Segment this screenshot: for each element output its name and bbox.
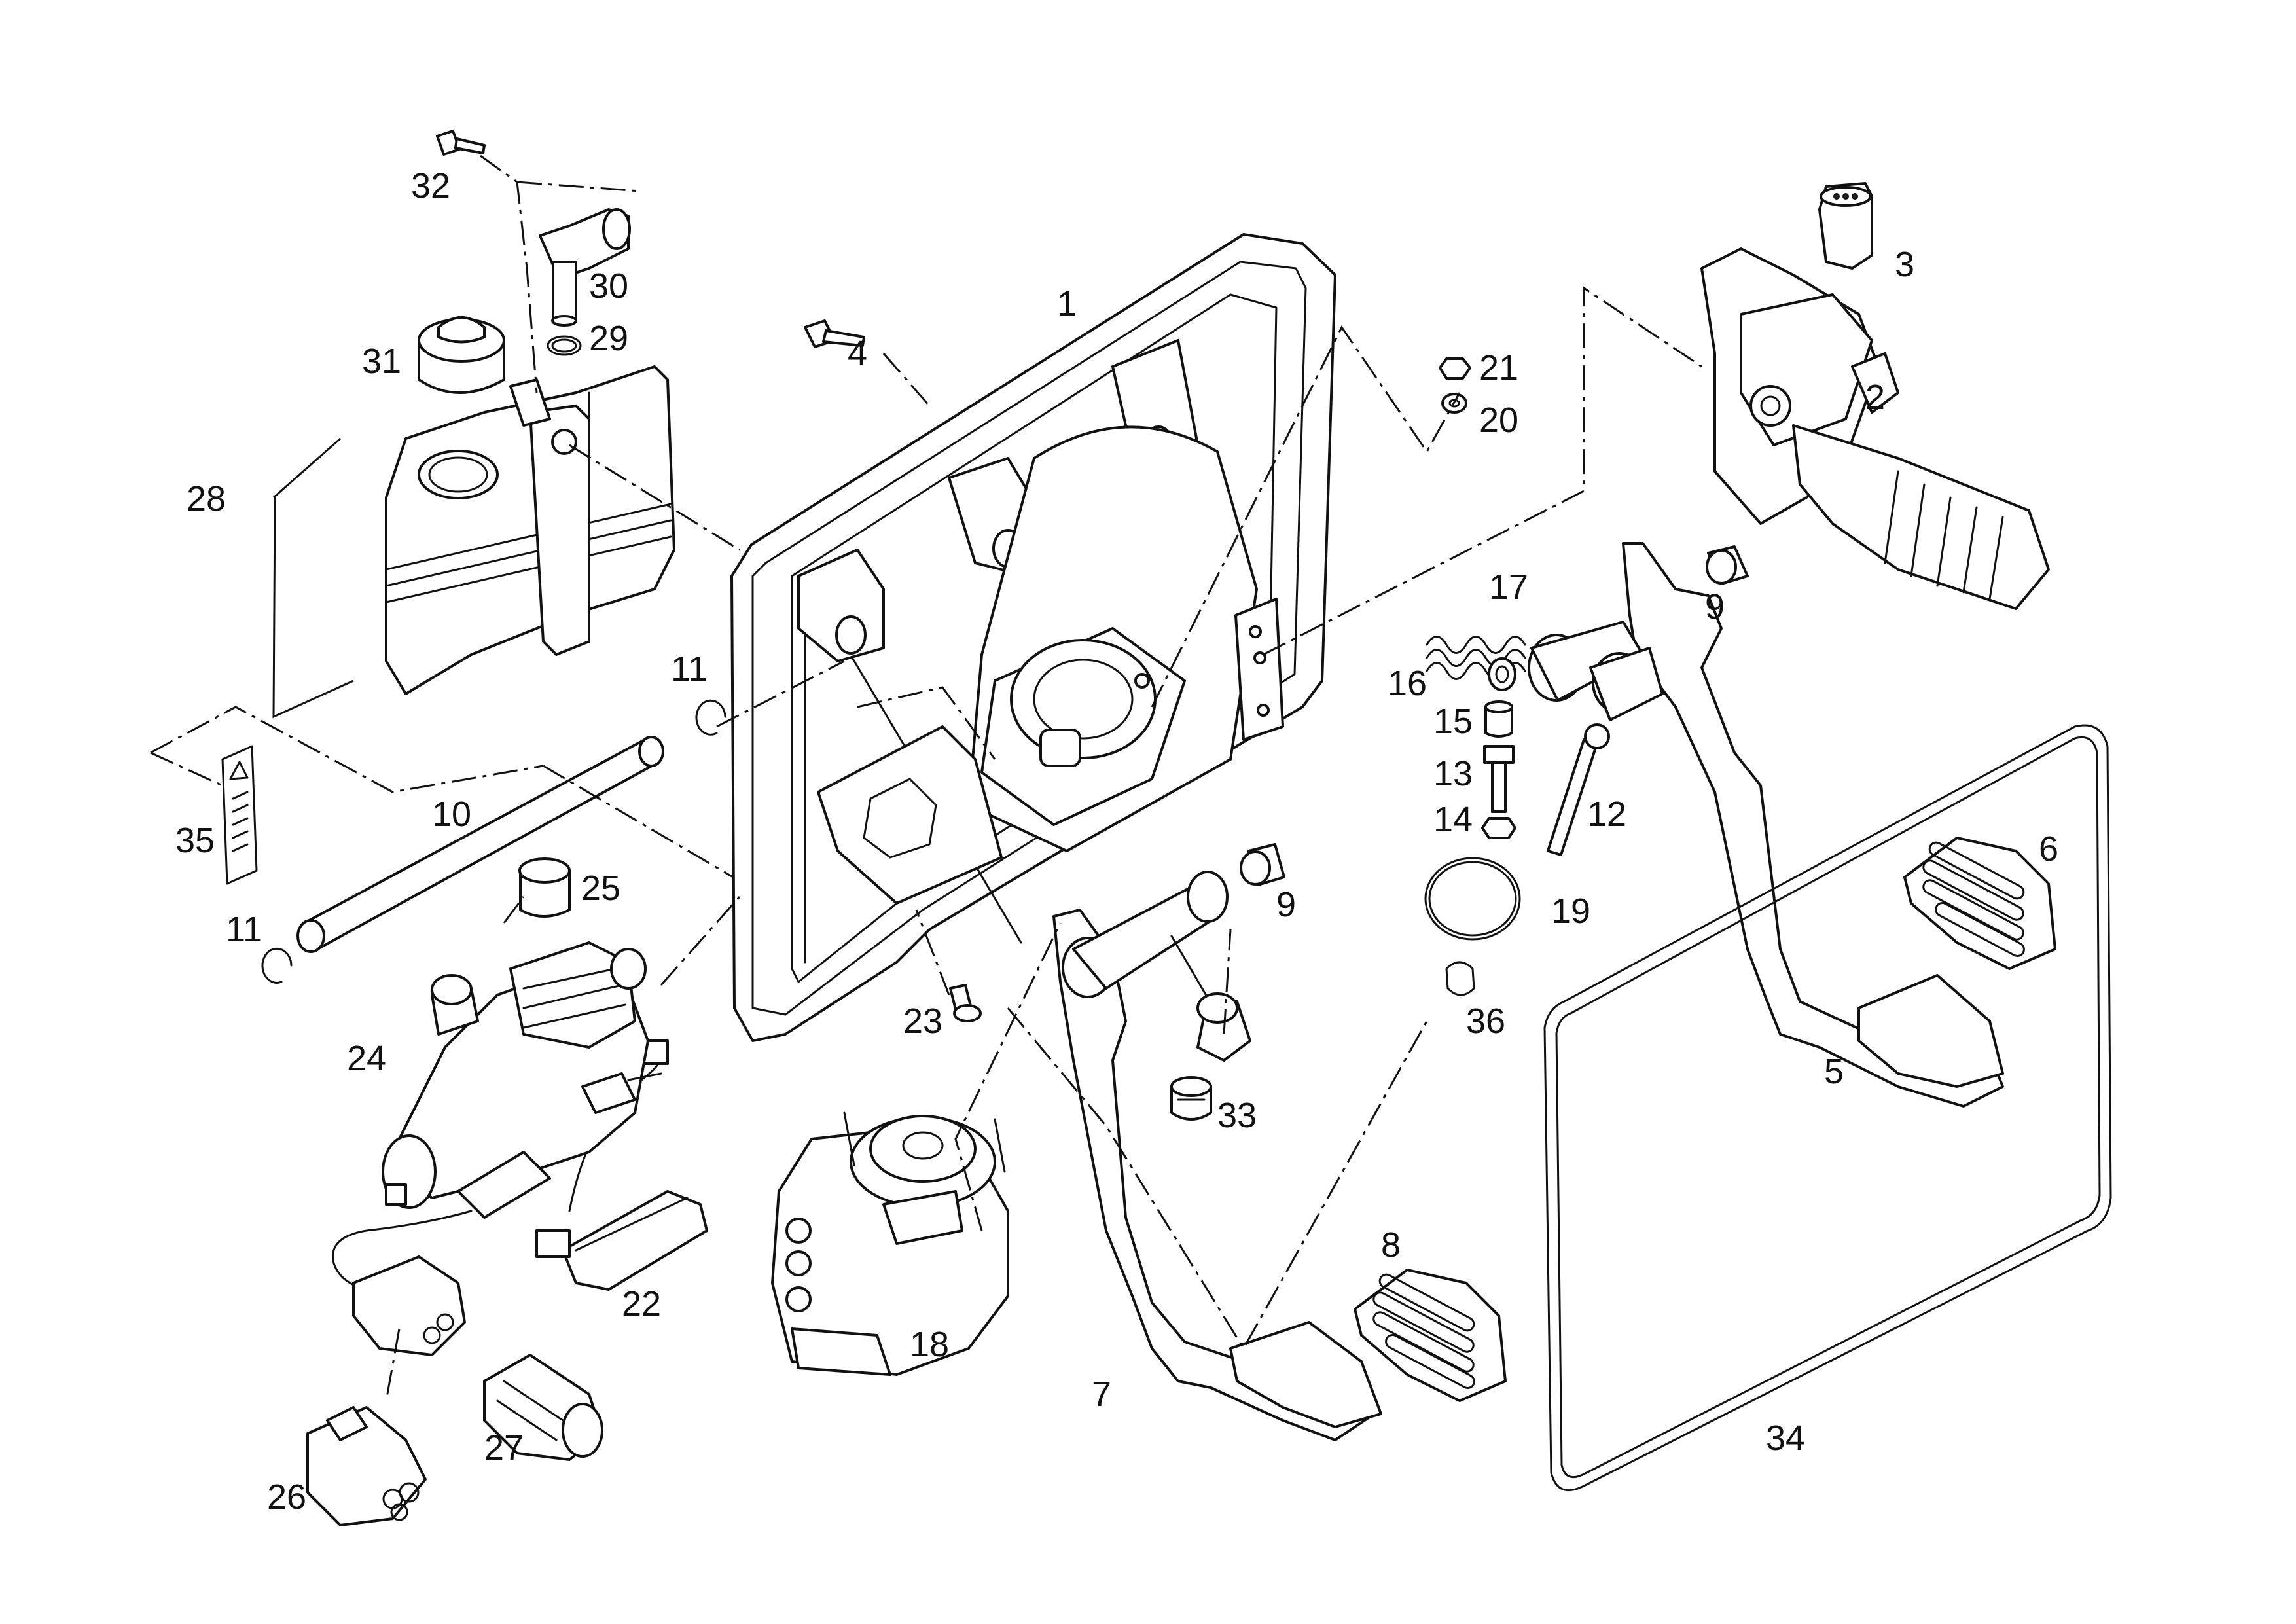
callout-36: 36 <box>1466 1001 1505 1041</box>
callout-16: 16 <box>1388 664 1427 703</box>
callout-4: 4 <box>848 334 867 373</box>
part-11-circlip-upper <box>695 699 726 736</box>
part-26-connector-housing <box>306 1406 427 1526</box>
callout-32: 32 <box>411 166 450 206</box>
part-15-stop <box>1484 700 1513 738</box>
warning-triangle-icon <box>229 761 249 780</box>
callout-15: 15 <box>1433 702 1473 741</box>
part-21-nut <box>1439 357 1471 380</box>
part-7-clutch-pedal <box>1052 871 1382 1441</box>
part-25-cap <box>518 857 571 918</box>
part-24-clutch-actuator <box>332 941 662 1291</box>
part-2-accelerator-pedal <box>1700 247 2050 610</box>
callout-14: 14 <box>1433 800 1473 839</box>
part-32-screw <box>436 130 486 156</box>
callout-18: 18 <box>910 1325 949 1364</box>
callout-29: 29 <box>589 319 628 358</box>
part-12-pushrod <box>1547 723 1610 856</box>
callout-21: 21 <box>1479 348 1518 388</box>
callout-28: 28 <box>187 479 226 518</box>
callout-11-upper: 11 <box>671 649 708 689</box>
callout-17: 17 <box>1489 568 1528 607</box>
part-8-clutch-pedal-pad <box>1354 1269 1507 1402</box>
part-19-o-ring <box>1424 857 1521 941</box>
part-1-pedal-box-housing <box>730 233 1336 1042</box>
callout-1: 1 <box>1057 284 1077 323</box>
callout-8: 8 <box>1381 1225 1401 1265</box>
callout-7: 7 <box>1092 1375 1111 1414</box>
callout-20: 20 <box>1479 401 1518 440</box>
assembly-lines <box>150 154 1702 1401</box>
callout-5: 5 <box>1824 1052 1844 1091</box>
part-18-clutch-valve-assembly <box>771 1111 1009 1376</box>
callout-34: 34 <box>1766 1418 1805 1458</box>
part-13-adjuster-bolt <box>1483 745 1515 813</box>
part-5-brake-pedal <box>1528 542 2004 1108</box>
callout-12: 12 <box>1587 795 1626 834</box>
part-31-reservoir-cap <box>418 316 505 394</box>
callout-2: 2 <box>1865 378 1885 417</box>
callout-31: 31 <box>362 342 401 381</box>
part-35-warning-label <box>221 745 258 885</box>
part-33-bump-stop <box>1170 1076 1212 1121</box>
callout-3: 3 <box>1895 245 1914 284</box>
part-23-screw <box>949 984 982 1022</box>
callout-9-upper: 9 <box>1705 587 1725 626</box>
callout-24: 24 <box>347 1039 386 1078</box>
callout-30: 30 <box>589 266 628 306</box>
part-29-seal-ring <box>547 335 582 356</box>
part-6-brake-pedal-pad <box>1903 837 2056 970</box>
callout-19: 19 <box>1551 892 1590 931</box>
callout-35: 35 <box>175 821 215 860</box>
part-27-plug <box>483 1354 603 1461</box>
callout-9-lower: 9 <box>1276 885 1296 924</box>
part-9-bushing-upper <box>1706 545 1749 585</box>
callouts: 1 2 3 4 5 6 7 8 9 9 10 11 11 12 13 14 15… <box>175 166 2058 1517</box>
harness-connector <box>352 1255 466 1356</box>
callout-33: 33 <box>1217 1096 1257 1135</box>
part-11-circlip-lower <box>261 947 293 984</box>
part-28-reservoir <box>385 365 675 695</box>
part-30-level-sensor <box>539 208 631 327</box>
part-14-nut <box>1481 817 1516 839</box>
callout-22: 22 <box>622 1284 661 1324</box>
callout-23: 23 <box>903 1001 942 1041</box>
callout-26: 26 <box>267 1477 306 1517</box>
callout-27: 27 <box>484 1428 524 1468</box>
callout-6: 6 <box>2039 829 2058 869</box>
callout-11-lower: 11 <box>226 910 262 949</box>
part-17-spring-seat <box>1488 657 1516 691</box>
callout-25: 25 <box>581 869 620 908</box>
part-10-pivot-shaft <box>296 736 664 953</box>
callout-13: 13 <box>1433 754 1473 793</box>
part-3-connector <box>1818 182 1873 270</box>
part-4-bolt <box>804 319 865 348</box>
part-36-gasket <box>1445 961 1475 996</box>
part-9-bushing-lower <box>1240 843 1285 886</box>
part-34-frame-seal <box>1543 724 2112 1492</box>
callout-10: 10 <box>432 795 471 834</box>
